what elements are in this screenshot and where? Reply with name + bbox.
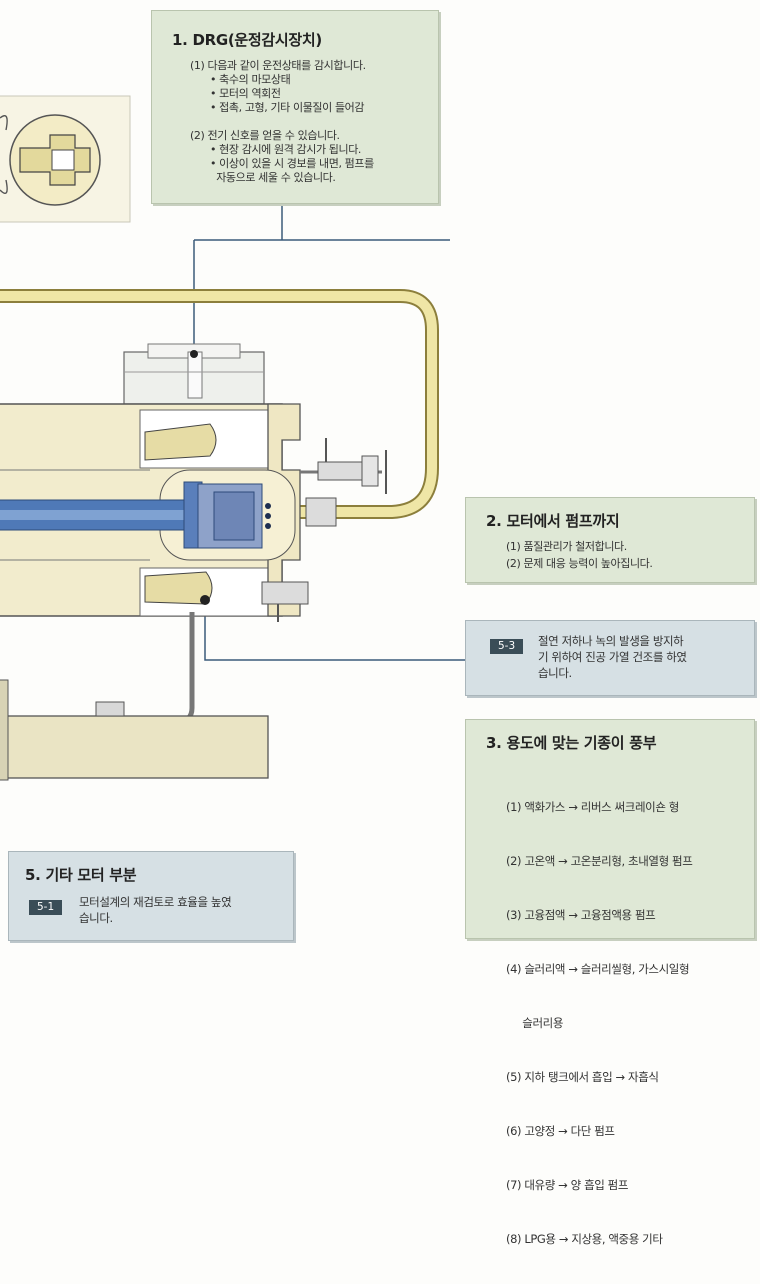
base-plate (0, 612, 269, 781)
note-line: 절연 저하나 녹의 발생을 방지하 (538, 634, 684, 648)
note-5-3-badge: 5-3 (490, 639, 524, 654)
other-motor-title: 5. 기타 모터 부분 (25, 866, 137, 884)
drg-housing (123, 343, 265, 405)
leader-line-5-3 (204, 600, 466, 661)
other-motor-callout: 5. 기타 모터 부분 5-1 모터설계의 재검토로 효율을 높였 습니다. (8, 851, 294, 941)
list-item: • 현장 감시에 원격 감시가 됩니다. (210, 143, 362, 156)
list-item: • 이상이 있을 시 경보를 내면, 펌프를 (210, 157, 374, 170)
list-item: (2) 문제 대응 능력이 높아집니다. (506, 557, 653, 570)
note-5-3-callout: 5-3 절연 저하나 녹의 발생을 방지하 기 위하여 진공 가열 건조를 하였… (465, 620, 755, 696)
pump-cross-section-diagram (0, 95, 466, 781)
list-item: • 모터의 역회전 (210, 87, 281, 100)
other-motor-badge: 5-1 (29, 900, 63, 915)
drg-section1: (1) 다음과 같이 운전상태를 감시합니다. • 축수의 마모상태 • 모터의… (190, 59, 366, 115)
note-line: 습니다. (538, 666, 572, 680)
note-line: 습니다. (79, 911, 113, 925)
motor-to-pump-title: 2. 모터에서 펌프까지 (486, 512, 620, 530)
note-line: 기 위하여 진공 가열 건조를 하였 (538, 650, 687, 664)
list-item: (6) 고양정 → 다단 펌프 (506, 1124, 615, 1138)
list-item: 자동으로 세울 수 있습니다. (210, 171, 336, 184)
drg-title: 1. DRG(운정감시장치) (172, 31, 322, 49)
list-item: (7) 대유량 → 양 흡입 펌프 (506, 1178, 629, 1192)
drg-section2-heading: (2) 전기 신호를 얻을 수 있습니다. (190, 129, 340, 142)
valve-fittings (261, 438, 387, 622)
shaft (0, 481, 271, 549)
list-item: • 축수의 마모상태 (210, 73, 291, 86)
inset-detail (0, 95, 131, 223)
list-item: (3) 고융점액 → 고융점액용 펌프 (506, 908, 656, 922)
list-item: (1) 품질관리가 철저합니다. (506, 540, 627, 553)
note-line: 모터설계의 재검토로 효율을 높였 (79, 895, 232, 909)
list-item: (5) 지하 탱크에서 흡입 → 자흡식 (506, 1070, 659, 1084)
list-item: (8) LPG용 → 지상용, 액중용 기타 (506, 1232, 663, 1246)
motor-to-pump-list: (1) 품질관리가 철저합니다. (2) 문제 대응 능력이 높아집니다. (506, 538, 653, 572)
list-item: 슬러리용 (506, 1016, 563, 1030)
models-title: 3. 용도에 맞는 기종이 풍부 (486, 734, 657, 752)
list-item: (2) 고온액 → 고온분리형, 초내열형 펌프 (506, 854, 693, 868)
list-item: • 접촉, 고형, 기타 이물질이 들어감 (210, 101, 365, 114)
models-callout: 3. 용도에 맞는 기종이 풍부 (1) 액화가스 → 리버스 써크레이숀 형 … (465, 719, 755, 1246)
drg-callout: 1. DRG(운정감시장치) (1) 다음과 같이 운전상태를 감시합니다. •… (151, 10, 439, 204)
drg-section2: (2) 전기 신호를 얻을 수 있습니다. • 현장 감시에 원격 감시가 됩니… (190, 129, 374, 185)
list-item: (1) 액화가스 → 리버스 써크레이숀 형 (506, 800, 679, 814)
other-motor-text: 모터설계의 재검토로 효율을 높였 습니다. (79, 894, 232, 926)
note-5-3-text: 절연 저하나 녹의 발생을 방지하 기 위하여 진공 가열 건조를 하였 습니다… (538, 633, 687, 681)
drg-section1-heading: (1) 다음과 같이 운전상태를 감시합니다. (190, 59, 366, 72)
list-item: (4) 슬러리액 → 슬러리씰형, 가스시일형 (506, 962, 690, 976)
models-list: (1) 액화가스 → 리버스 써크레이숀 형 (2) 고온액 → 고온분리형, … (506, 762, 693, 1284)
motor-to-pump-callout: 2. 모터에서 펌프까지 (1) 품질관리가 철저합니다. (2) 문제 대응 … (465, 497, 755, 583)
